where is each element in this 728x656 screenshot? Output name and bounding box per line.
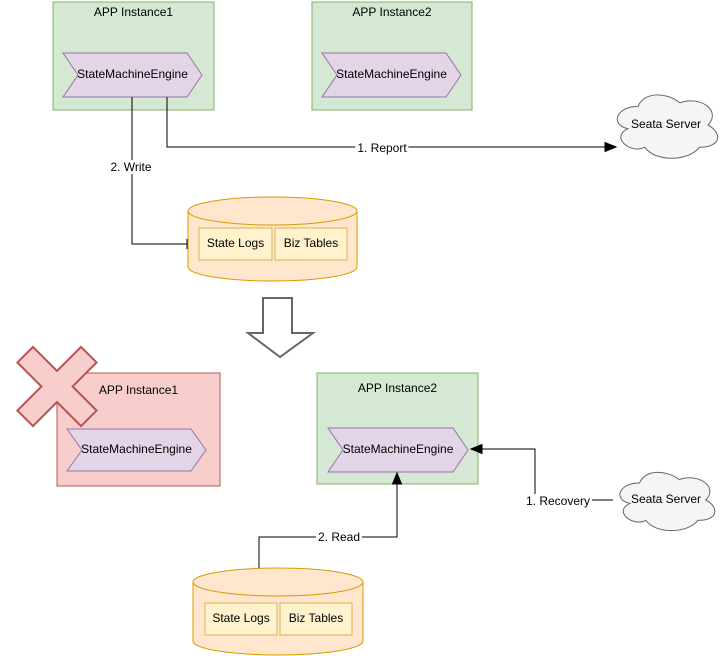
recovery-arrowhead-icon	[469, 443, 483, 455]
state-machine-engine-shape-bottom2	[327, 427, 469, 473]
recovery-edge	[481, 448, 613, 501]
state-logs-box-bottom	[204, 602, 278, 636]
seata-server-cloud-bottom	[619, 471, 716, 531]
seata-server-cloud-top	[616, 94, 718, 159]
crashed-cross-icon	[15, 345, 99, 428]
biz-tables-box-top	[274, 227, 348, 261]
state-machine-engine-shape-crashed	[66, 428, 207, 472]
database-cylinder-bottom	[192, 567, 364, 656]
write-edge	[131, 97, 188, 245]
report-arrowhead-icon	[604, 141, 618, 153]
transition-down-arrow-icon	[245, 297, 317, 359]
read-arrowhead-icon	[391, 471, 403, 485]
report-edge	[166, 97, 606, 148]
state-logs-box-top	[198, 227, 273, 261]
database-cylinder-top	[187, 196, 358, 282]
state-machine-engine-shape-top1	[62, 52, 203, 98]
biz-tables-box-bottom	[279, 602, 353, 636]
state-machine-engine-shape-top2	[321, 52, 462, 98]
